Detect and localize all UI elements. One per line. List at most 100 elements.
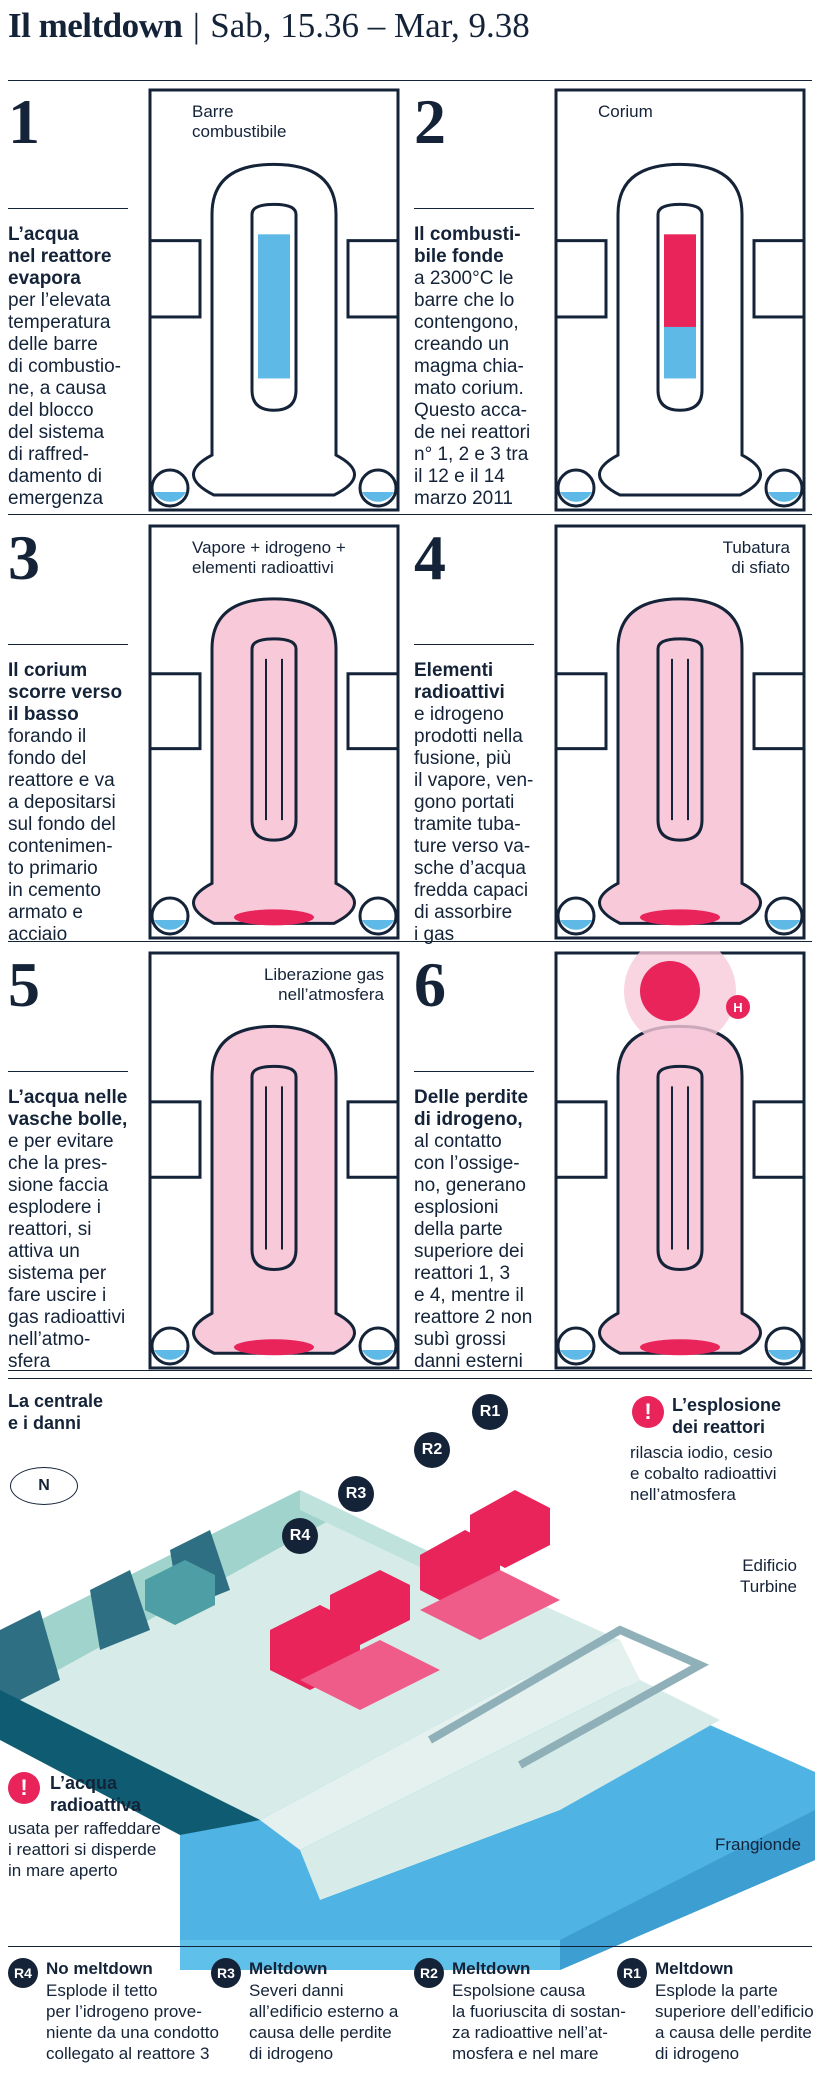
- reactor-illustration: H: [554, 951, 806, 1370]
- water-title: L’acqua radioattiva: [50, 1773, 142, 1815]
- legend-title: Meltdown: [249, 1959, 328, 1978]
- water-text: usata per raffeddare i reattori si dispe…: [8, 1819, 161, 1880]
- concrete-block-right: [752, 239, 806, 319]
- step-number: 3: [8, 522, 40, 593]
- map-badge-r3: R3: [338, 1476, 374, 1512]
- map-badge-r1: R1: [472, 1394, 508, 1430]
- map-title: La centrale e i danni: [8, 1391, 104, 1433]
- tank-water: [154, 492, 186, 502]
- step-description: Delle perdite di idrogeno, al contatto c…: [414, 1087, 548, 1373]
- callout-label: Barre combustibile: [192, 102, 287, 142]
- turbine-label: Edificio Turbine: [740, 1556, 798, 1596]
- step-bold-lead: Il combusti- bile fonde: [414, 224, 521, 267]
- step-number: 1: [8, 86, 40, 157]
- step-description: L’acqua nelle vasche bolle, e per evitar…: [8, 1087, 142, 1373]
- breakwater: [427, 1625, 710, 1769]
- step-text-rule: [414, 208, 534, 209]
- step-bold-lead: Elementi radioattivi: [414, 660, 505, 703]
- legend-badge: R1: [617, 1958, 647, 1988]
- step-description: Il combusti- bile fonde a 2300°C le barr…: [414, 224, 548, 510]
- step-number: 6: [414, 949, 446, 1020]
- breakwater-label: Frangionde: [715, 1835, 802, 1854]
- reactor-buildings: [270, 1490, 560, 1710]
- legend-title: No meltdown: [46, 1959, 153, 1978]
- step-description: Il corium scorre verso il basso forando …: [8, 660, 142, 946]
- callout-holder: Barre combustibile: [148, 88, 400, 148]
- tank-water: [154, 1350, 186, 1360]
- step-number: 4: [414, 522, 446, 593]
- fuel-rods: [258, 234, 290, 379]
- concrete-block-left: [554, 1100, 608, 1179]
- compass-label: N: [38, 1477, 50, 1494]
- corium-pool: [234, 909, 314, 926]
- tank-water: [362, 492, 394, 502]
- step-text-rule: [8, 644, 128, 645]
- step-text-rule: [414, 1071, 534, 1072]
- hydrogen-label: H: [733, 1000, 742, 1015]
- tank-water: [560, 1350, 592, 1360]
- map-badge-r4: R4: [282, 1518, 318, 1554]
- callout-label: Vapore + idrogeno + elementi radioattivi: [192, 538, 346, 578]
- concrete-block-left: [148, 239, 202, 319]
- step-number: 2: [414, 86, 446, 157]
- reactor-vessel: [656, 1064, 704, 1271]
- header-rule: [8, 80, 812, 81]
- legend-text: Esplode la parte superiore dell’edificio…: [655, 1981, 814, 2063]
- step-number: 5: [8, 949, 40, 1020]
- callout-label: Corium: [598, 102, 653, 122]
- legend-rule: [8, 1946, 812, 1947]
- explosion-core: [640, 961, 700, 1021]
- compass-icon: N: [10, 1467, 78, 1505]
- map-top-rule: [8, 1378, 812, 1379]
- timespan: Sab, 15.36 – Mar, 9.38: [210, 6, 530, 45]
- reactor-illustration: [554, 88, 806, 512]
- legend-badge: R4: [8, 1958, 38, 1988]
- explosion-alert-icon: !: [632, 1396, 664, 1428]
- legend-title: Meltdown: [655, 1959, 734, 1978]
- explosion-title: L’esplosione dei reattori: [672, 1395, 782, 1437]
- corium-pool: [234, 1339, 314, 1356]
- title-separator: |: [192, 6, 200, 45]
- legend-badge: R2: [414, 1958, 444, 1988]
- step-text-rule: [8, 1071, 128, 1072]
- concrete-block-right: [346, 239, 400, 319]
- reactor-vessel: [656, 637, 704, 842]
- corium-pool: [640, 1339, 720, 1356]
- step-body: al contatto con l’ossige- no, generano e…: [414, 1131, 533, 1372]
- step-body: a 2300°C le barre che lo contengono, cre…: [414, 268, 531, 509]
- reactor-illustration: [148, 88, 400, 512]
- step-panel-3: 3 Il corium scorre verso il basso forando…: [8, 520, 406, 945]
- page-title: Il meltdown: [8, 6, 183, 45]
- step-bold-lead: Il corium scorre verso il basso: [8, 660, 123, 725]
- callout-label: Liberazione gas nell’atmosfera: [263, 965, 384, 1005]
- reactor-vessel: [250, 1064, 298, 1271]
- step-text-rule: [8, 208, 128, 209]
- step-body: e idrogeno prodotti nella fusione, più i…: [414, 704, 534, 945]
- step-text-rule: [414, 644, 534, 645]
- step-description: Elementi radioattivi e idrogeno prodotti…: [414, 660, 548, 946]
- corium: [664, 234, 696, 327]
- water-alert-icon: !: [8, 1772, 40, 1804]
- concrete-block-left: [148, 672, 202, 751]
- callout-holder: Liberazione gas nell’atmosfera: [148, 951, 400, 1011]
- step-bold-lead: Delle perdite di idrogeno,: [414, 1087, 529, 1130]
- tank-water: [154, 920, 186, 930]
- concrete-block-left: [554, 239, 608, 319]
- row-divider: [8, 941, 812, 942]
- step-panel-2: 2 Il combusti- bile fonde a 2300°C le bar…: [414, 84, 812, 514]
- callout-holder: Corium: [554, 88, 806, 148]
- tank-water: [362, 1350, 394, 1360]
- legend-badge: R3: [211, 1958, 241, 1988]
- hydrogen-badge: [726, 995, 750, 1019]
- reactor-illustration: [554, 524, 806, 940]
- residual-water: [664, 326, 696, 379]
- step-bold-lead: L’acqua nel reattore evapora: [8, 224, 112, 289]
- callout-label: Tubatura di sfiato: [722, 538, 790, 578]
